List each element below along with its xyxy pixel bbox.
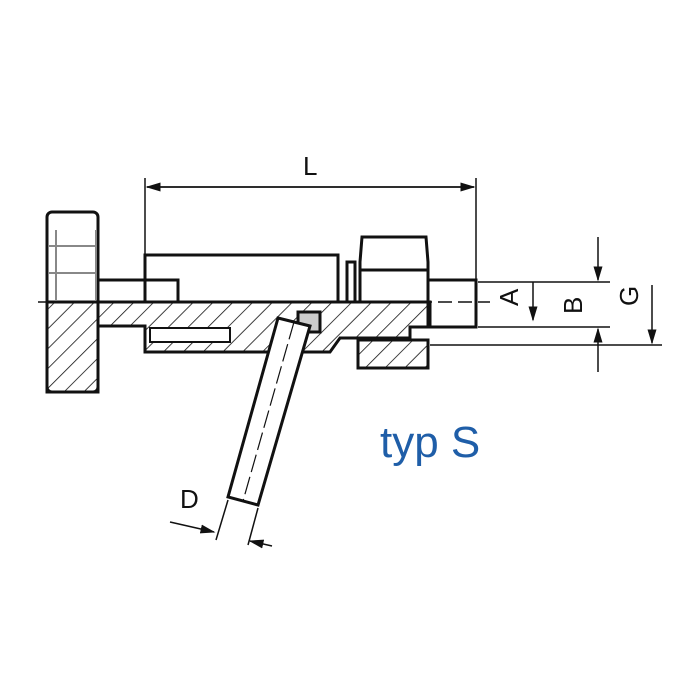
dimension-label-g: G <box>614 286 644 306</box>
dip-tube <box>226 316 312 507</box>
type-title: typ S <box>380 418 481 467</box>
dimension-label-a: A <box>494 288 524 306</box>
dimension-label-b: B <box>558 297 588 314</box>
dimension-label-d: D <box>180 484 199 514</box>
dimension-label-l: L <box>303 151 317 181</box>
dimension-lines <box>144 178 662 549</box>
section-hatched <box>45 300 432 394</box>
